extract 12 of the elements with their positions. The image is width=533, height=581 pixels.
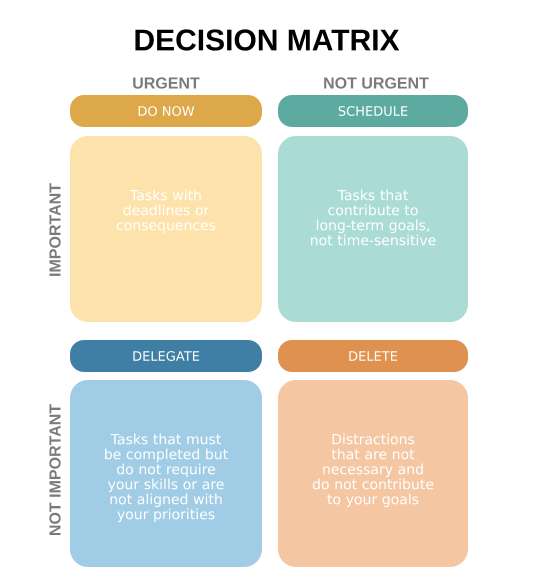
header-pill: DO NOW [70,95,262,127]
axis-label: NOT IMPORTANT [49,404,61,535]
header-pill: DELEGATE [70,340,262,372]
title: DECISION MATRIX [135,29,400,51]
quadrant-box: Tasks that contribute to long-term goals, not time-sensitive [278,136,468,322]
axis-label: URGENT [133,77,200,89]
quadrant-box: Tasks with deadlines or consequences [70,136,262,322]
quadrant-box: Tasks that must be completed but do not require your skills or are not aligned with your priorities [70,380,262,567]
header-pill: DELETE [278,340,468,372]
quadrant-box: Distractions that are not necessary and do not contribute to your goals [278,380,468,567]
axis-label: NOT URGENT [324,77,429,89]
header-pill: SCHEDULE [278,95,468,127]
